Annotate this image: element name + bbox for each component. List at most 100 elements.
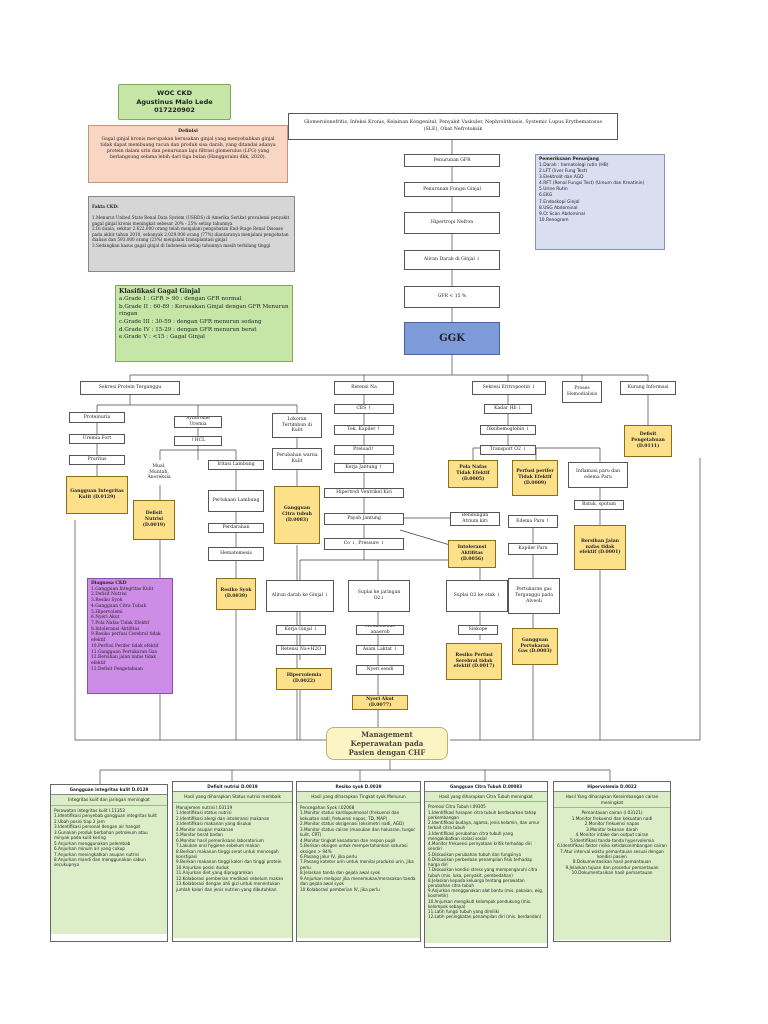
diagnosis-list-item: 7.Pola Nafas Tidak Efektif (91, 621, 150, 627)
exam-item: 7.Endoskopi Ginjal (539, 199, 580, 205)
node-aliran-ginjal: Aliran darah ke Ginjal ↓ (266, 580, 334, 612)
plan-title: Gangguan integritas kulit D.0129 (51, 785, 167, 796)
node-batuk: Batuk, sputum (574, 500, 624, 510)
plan-outcome: Hasil yang diharapkan Status nutrisi mem… (173, 792, 292, 803)
plan-title: Hipervolemia D.0022 (554, 782, 670, 793)
plan-title: Gangguan Citra Tubuh D.00083 (425, 782, 547, 793)
node-hcl: ↑HCL (174, 436, 222, 446)
node-asam-laktat: Asam Laktat ↓ (356, 645, 404, 655)
plan-outcome: Hasil Yang diharapkan Keseimbangan caira… (554, 792, 670, 809)
plan-table: Defisit nutrisi D.0019 Hasil yang dihara… (172, 781, 293, 942)
node-uremia: Uremia Fort (69, 434, 125, 444)
node-tek-kapiler: Tek. Kapiler ↑ (334, 425, 394, 435)
diag-resiko-syok: Resiko Syok (D.0039) (216, 578, 256, 610)
definition-text: Gagal ginjal kronis merupakan kerusakan … (100, 136, 276, 160)
diag-defisit-nutrisi: Defisit Nutrisi (D.0019) (133, 500, 175, 540)
diagnosis-list-item: 9.Resiko perfusi Cerebral tidak efektif (91, 632, 161, 644)
exam-item: 8.USG Abdominal (539, 205, 578, 211)
node-transport-o2: Transport O2 ↓ (480, 445, 536, 455)
diag-defisit-pengetahuan: Defisit Pengetahuan (D.0111) (624, 425, 672, 457)
causes-text: Glomerulonefritis, Infeksi Kronis, Kelai… (304, 120, 602, 132)
diagnosis-list-item: 3.Resiko Syok (91, 598, 123, 604)
facts-box: Fakta CKD: 1.Menurut United State Renal … (88, 196, 295, 272)
classification-box: Klasifikasi Gagal Ginjal a.Grade I : GFR… (115, 285, 293, 362)
diag-pola-nafas: Pola Nafas Tidak Efektif (D.0005) (448, 460, 498, 488)
diag-perfusi-perifer: Perfusi perifer Tidak Efektif (D.0009) (512, 460, 558, 496)
author: Agustinus Malo Lede (136, 97, 213, 106)
node-payah-jantung: Payah Jantung (324, 513, 404, 525)
node-bendungan: Bendungan Atrium kiri (450, 512, 500, 526)
causes-box: Glomerulonefritis, Infeksi Kronis, Kelai… (288, 113, 618, 140)
plan-outcome: Integritas kulit dan jaringan meningkat (51, 795, 167, 806)
plan-table: Resiko syok D.0039 Hasil yang diharapkan… (296, 781, 421, 942)
node-oksihemoglobin: Oksihemoglobin ↓ (480, 425, 536, 435)
plan-table: Hipervolemia D.0022 Hasil Yang diharapka… (553, 781, 671, 942)
node-hipertrofi: Hipertrofi Ventrikel Kiri (324, 488, 404, 498)
title: WOC CKD (157, 89, 192, 98)
flow-hipertropi: Hipertropi Nefron (404, 212, 500, 234)
node-edema-paru: Edema Paru ↑ (508, 515, 558, 528)
diagnosis-list-item: 4.Gangguan Citra Tubuh (91, 603, 147, 609)
flow-penurunan-gfr: Penurunan GFR (404, 154, 500, 167)
exam-item: 6.EKG (539, 193, 553, 199)
node-syndrome: Syndrome Uremia (174, 416, 222, 428)
plan-body: Pencegahan Syok I.02068 1.Monitor status… (297, 802, 420, 938)
diagnosis-list-item: 8.Intoleransi Aktifitas (91, 626, 140, 632)
diag-hipervolemia: Hipervolemia (D.0022) (276, 668, 332, 690)
node-suplai-otak: Suplai O2 ke otak ↓ (446, 580, 508, 612)
node-iritasi: Iritasi Lambung (208, 460, 264, 470)
diag-integritas: Gangguan Integritas Kulit (D.0129) (66, 476, 128, 514)
classification-item: b.Grade II : 60-89 : Kerusakan Ginjal de… (119, 303, 289, 318)
node-hematemesis: Hematemesis (208, 547, 264, 561)
node-kerja-jantung: Kerja Jantung ↑ (334, 463, 394, 473)
exam-item: 9.Ct Scan Abdominal (539, 211, 585, 217)
plan-table: Gangguan integritas kulit D.0129 Integri… (50, 784, 168, 942)
diagnosis-list-item: 1.Gangguan Integritas Kulit (91, 586, 154, 592)
exam-item: 3.Elektrolit dan AGD (539, 175, 584, 181)
exam-heading: Pemeriksaan Penunjang (539, 157, 599, 162)
branch-eritropoetin: Sekresi Eritropoetin ↓ (472, 381, 546, 395)
node-retensi-na: Retensi Na+H2O (276, 645, 326, 655)
exam-item: 4.RFT (Renal Fungsi Test) (Ureum dan Kre… (539, 181, 645, 187)
branch-protein: Sekresi Protein Terganggu (80, 381, 180, 395)
plan-body: Promosi Citra Tubuh I.09305 1.Identifika… (425, 802, 547, 944)
diagnosis-list-item: 5.Hipervolemi (91, 609, 123, 615)
node-nyeri-sendi: Nyeri sendi (356, 665, 404, 675)
node-metabolisme: Metabolisme anaerob (356, 625, 404, 635)
classification-item: c.Grade III : 30-59 : dengan GFR menurun… (119, 319, 262, 325)
node-perlukaan: Perlukaan Lambung (208, 490, 264, 512)
plan-title: Resiko syok D.0039 (297, 782, 420, 793)
title-box: WOC CKD Agustinus Malo Lede 017220902 (118, 84, 231, 120)
node-lokoran: Lokoran Tertimbun di Kulit (272, 413, 322, 438)
branch-retensi: Retensi Na (334, 381, 394, 395)
definition-heading: Definisi (178, 129, 198, 134)
facts-heading: Fakta CKD: (92, 204, 119, 210)
node-proteinuria: Proteinuria (69, 412, 125, 423)
node-preload: Preload↑ (334, 445, 394, 455)
diag-citra-tubuh: Gangguan Citra tubuh (D.0083) (274, 486, 320, 544)
plan-outcome: Hasil yang diharapkan Citra Tubuh mening… (425, 792, 547, 803)
node-ces: CES ↑ (334, 404, 394, 414)
diagnosis-list-heading: Diagnosa CKD (91, 581, 127, 586)
diag-resiko-perfusi: Resiko Perfusi Serebral tidak efektif (D… (446, 643, 502, 680)
diagnosis-list-item: 13.Defisit Pengetahuan (91, 666, 143, 672)
classification-item: e.Grade V : <15 : Gagal Ginjal (119, 334, 205, 341)
student-id: 017220902 (154, 106, 195, 115)
plan-table: Gangguan Citra Tubuh D.00083 Hasil yang … (424, 781, 548, 948)
classification-heading: Klasifikasi Gagal Ginjal (119, 288, 201, 295)
node-kadar-hb: Kadar Hb ↓ (484, 404, 532, 414)
diag-nyeri-akut: Nyeri Akut (D.0077) (352, 695, 408, 710)
classification-item: d.Grade IV : 15-29 : dengan GFR menurun … (119, 326, 257, 333)
diagnosis-list-item: 2.Defisit Nutrisi (91, 592, 127, 598)
exam-box: Pemeriksaan Penunjang 1.Darah : hematolo… (535, 154, 665, 250)
node-inflamasi: Inflamasi paru dan edema Paru (568, 462, 628, 488)
plan-body: Manajemen nutrisi I.03119 1.Identifikasi… (173, 802, 292, 938)
flow-gfr: GFR < 15 % (404, 286, 500, 308)
branch-kurang-info: Kurang Informasi (620, 381, 676, 395)
exam-item: 1.Darah : hematologi rutin (HB) (539, 163, 609, 169)
diag-intoleransi: Intoleransi Aktifitas (D.0056) (448, 540, 496, 568)
facts-text: 1.Menurut United State Renal Data System… (92, 215, 290, 248)
definition-box: Definisi Gagal ginjal kronis merupakan k… (88, 125, 288, 183)
diagnosis-list: Diagnosa CKD 1.Gangguan Integritas Kulit… (87, 578, 173, 694)
exam-item: 2.LFT (liver Fung Test) (539, 169, 588, 175)
